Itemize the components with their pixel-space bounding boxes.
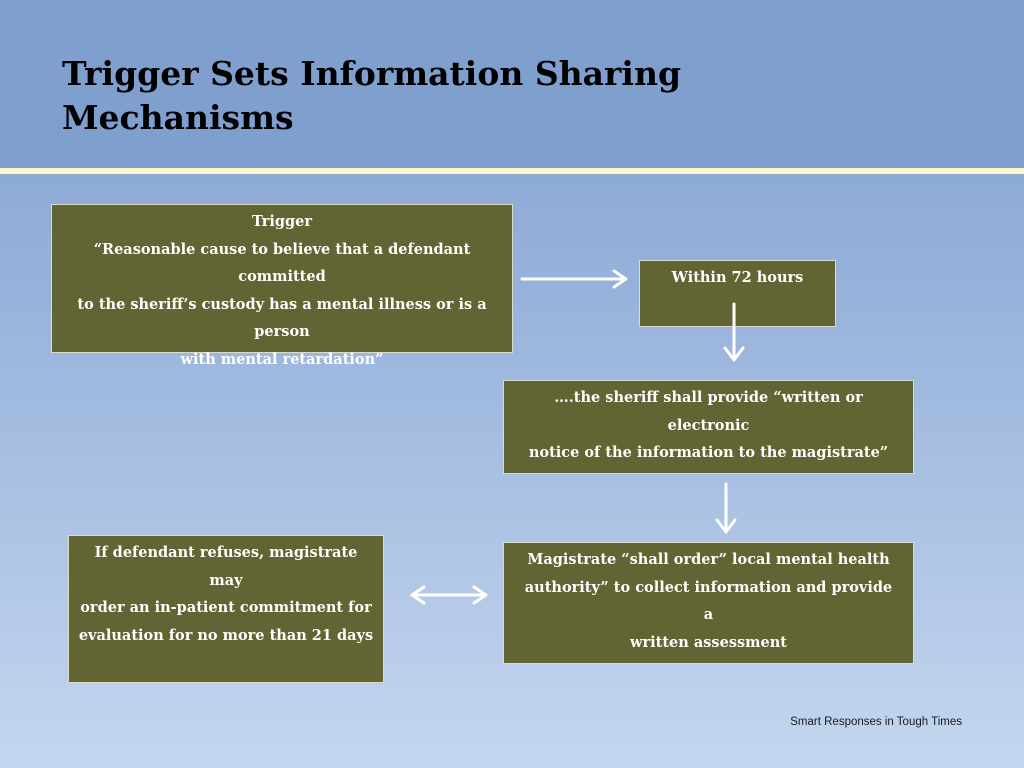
defendant-refuses-box: If defendant refuses, magistrate may ord… [68,535,384,683]
defendant-refuses-line-3: evaluation for no more than 21 days [78,626,374,644]
arrow-down-icon [715,482,737,534]
defendant-refuses-line-2: order an in-patient commitment for [80,599,372,616]
magistrate-order-line-2: authority” to collect information and pr… [524,578,893,624]
header-divider [0,168,1024,174]
footer-text: Smart Responses in Tough Times [790,716,962,728]
within-72-hours-label: Within 72 hours [671,269,804,286]
trigger-line-2: to the sheriff’s custody has a mental il… [77,295,487,341]
arrow-bidirectional-icon [410,585,488,605]
sheriff-notice-line-1: ….the sheriff shall provide “written or … [554,389,863,434]
trigger-box: Trigger “Reasonable cause to believe tha… [51,204,513,368]
within-72-hours-box: Within 72 hours [639,260,836,327]
trigger-heading: Trigger [251,213,313,230]
header-band [0,0,1024,168]
magistrate-order-line-3: written assessment [630,633,787,651]
slide-title: Trigger Sets Information Sharing Mechani… [62,54,682,137]
magistrate-order-box: Magistrate “shall order” local mental he… [503,542,914,664]
sheriff-notice-line-2: notice of the information to the magistr… [528,444,889,461]
arrow-down-icon [723,302,745,362]
trigger-line-3: with mental retardation” [180,350,384,368]
magistrate-order-line-1: Magistrate “shall order” local mental he… [527,551,890,568]
sheriff-notice-box: ….the sheriff shall provide “written or … [503,380,914,474]
arrow-right-icon [520,269,628,289]
trigger-line-1: “Reasonable cause to believe that a defe… [93,240,471,286]
defendant-refuses-line-1: If defendant refuses, magistrate may [94,544,358,589]
